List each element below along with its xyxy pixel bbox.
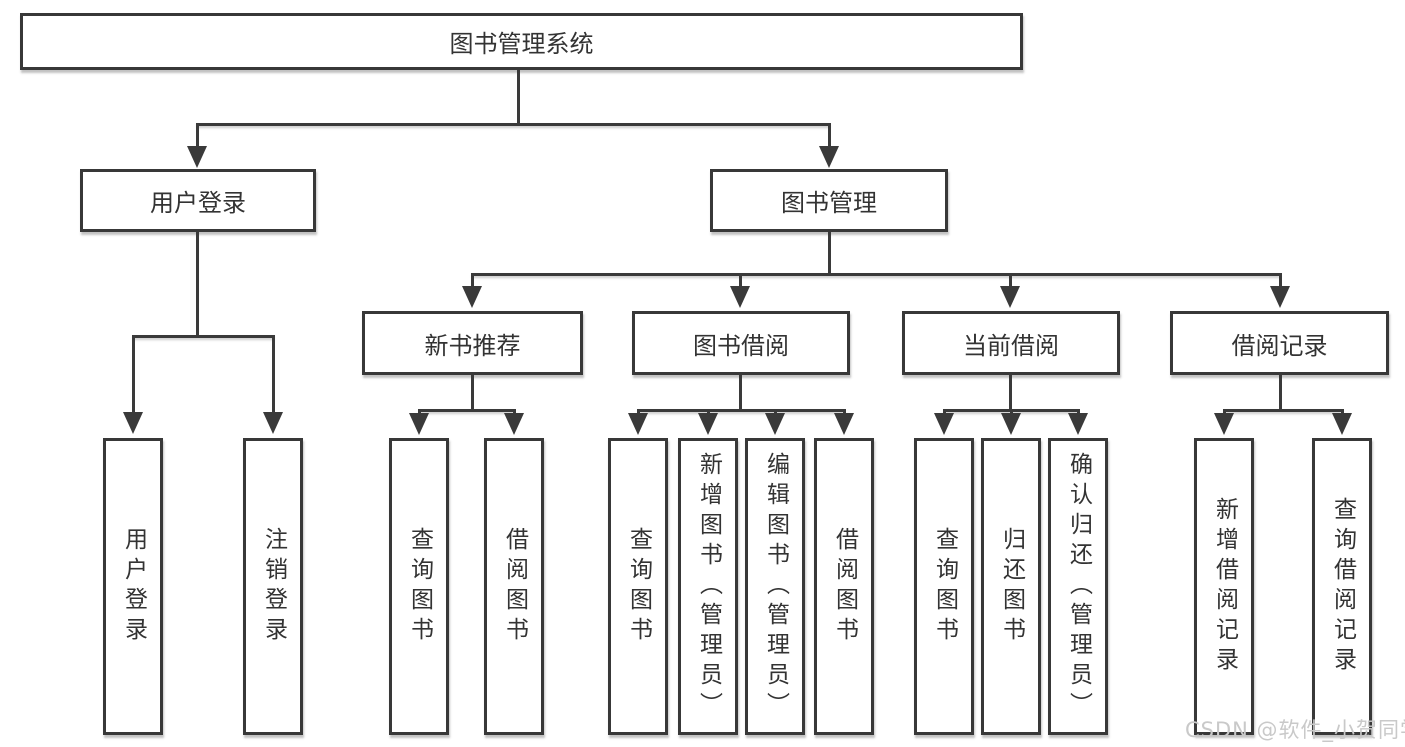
node-borrow-record-label: 借阅记录 [1231, 331, 1328, 360]
leaf-br-add-record-label: 新增借阅记录 [1211, 496, 1238, 677]
csdn-watermark: CSDN @软件_小贺同学 [1185, 718, 1405, 742]
leaf-bb-query-books-label: 查询图书 [625, 526, 652, 647]
arrow-to-leaf-bb-borrow [842, 409, 846, 413]
node-book-management: 图书管理 [710, 169, 948, 232]
leaf-nb-query-books: 查询图书 [389, 438, 449, 735]
connector-book-borrow-stub [738, 375, 742, 409]
node-root-system: 图书管理系统 [20, 13, 1023, 70]
arrow-to-leaf-br-add [1222, 409, 1226, 413]
leaf-cb-query-books-label: 查询图书 [931, 526, 958, 647]
arrow-to-leaf-cb-query [942, 409, 946, 413]
leaf-bb-edit-books-admin: 编辑图书（管理员） [745, 438, 805, 735]
leaf-nb-borrow-books: 借阅图书 [484, 438, 544, 735]
arrow-to-leaf-cb-confirm [1076, 409, 1080, 413]
node-current-borrow: 当前借阅 [902, 311, 1120, 375]
arrow-to-leaf-br-query [1340, 409, 1344, 413]
leaf-br-query-record-label: 查询借阅记录 [1329, 496, 1356, 677]
leaf-logout-label: 注销登录 [260, 526, 287, 647]
leaf-cb-confirm-return-admin-label: 确认归还（管理员） [1065, 451, 1092, 722]
node-new-book-recommend: 新书推荐 [362, 311, 583, 375]
node-book-borrow-label: 图书借阅 [693, 331, 789, 360]
arrow-to-leaf-nb-query [417, 409, 421, 413]
node-book-borrow: 图书借阅 [632, 311, 850, 375]
connector-root-stub [517, 70, 520, 123]
leaf-nb-query-books-label: 查询图书 [406, 526, 433, 647]
arrow-to-leaf-bb-edit [773, 409, 777, 413]
connector-level1-rail [197, 123, 830, 126]
leaf-br-add-record: 新增借阅记录 [1194, 438, 1254, 735]
node-borrow-record: 借阅记录 [1170, 311, 1389, 375]
leaf-bb-add-books-admin-label: 新增图书（管理员） [695, 451, 722, 722]
arrow-to-current-borrow [1008, 273, 1012, 286]
arrow-to-leaf-cb-return [1009, 409, 1013, 413]
node-root-system-label: 图书管理系统 [449, 30, 594, 58]
connector-borrow-record-rail [1224, 409, 1342, 412]
connector-borrow-record-stub [1278, 375, 1282, 409]
leaf-cb-query-books: 查询图书 [914, 438, 974, 735]
leaf-bb-borrow-books-label: 借阅图书 [831, 526, 858, 647]
connector-book-management-stub [827, 232, 831, 273]
arrow-to-leaf-logout [271, 335, 275, 412]
arrow-to-leaf-nb-borrow [512, 409, 516, 413]
leaf-user-login-label: 用户登录 [120, 526, 147, 647]
node-user-login-label: 用户登录 [150, 189, 246, 217]
leaf-bb-edit-books-admin-label: 编辑图书（管理员） [762, 451, 789, 722]
arrow-to-leaf-bb-query [636, 409, 640, 413]
connector-current-borrow-stub [1008, 375, 1012, 409]
leaf-cb-confirm-return-admin: 确认归还（管理员） [1048, 438, 1108, 735]
leaf-logout: 注销登录 [243, 438, 303, 735]
connector-level2-rail [472, 273, 1280, 276]
leaf-cb-return-books: 归还图书 [981, 438, 1041, 735]
arrow-to-borrow-record [1278, 273, 1282, 286]
leaf-user-login: 用户登录 [103, 438, 163, 735]
node-book-management-label: 图书管理 [781, 189, 877, 217]
arrow-to-book-management [827, 123, 831, 146]
connector-user-login-rail [133, 335, 274, 338]
arrow-to-leaf-bb-add [706, 409, 710, 413]
node-new-book-recommend-label: 新书推荐 [424, 331, 521, 360]
arrow-to-new-book-recommend [470, 273, 474, 286]
connector-user-login-stub [195, 232, 199, 335]
arrow-to-user-login [195, 123, 199, 146]
leaf-br-query-record: 查询借阅记录 [1312, 438, 1372, 735]
connector-new-book-rail [419, 409, 514, 412]
leaf-cb-return-books-label: 归还图书 [998, 526, 1025, 647]
node-user-login: 用户登录 [80, 169, 316, 232]
connector-new-book-stub [470, 375, 474, 409]
leaf-bb-query-books: 查询图书 [608, 438, 668, 735]
leaf-bb-add-books-admin: 新增图书（管理员） [678, 438, 738, 735]
node-current-borrow-label: 当前借阅 [963, 331, 1059, 360]
connector-book-borrow-rail [638, 409, 844, 412]
arrow-to-leaf-login [131, 335, 135, 412]
leaf-nb-borrow-books-label: 借阅图书 [501, 526, 528, 647]
leaf-bb-borrow-books: 借阅图书 [814, 438, 874, 735]
arrow-to-book-borrow [738, 273, 742, 286]
